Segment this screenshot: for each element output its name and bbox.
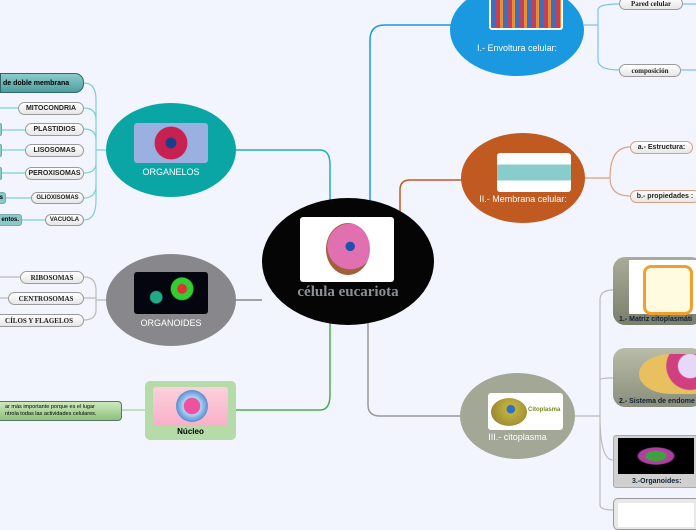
cut-box[interactable] bbox=[0, 123, 2, 136]
organelle-image bbox=[134, 123, 208, 163]
nucleo-note[interactable]: ar más importante porque es el lugar ntr… bbox=[0, 401, 122, 421]
cut-box[interactable] bbox=[0, 167, 2, 180]
topic-organelos[interactable]: ORGANELOS bbox=[106, 103, 236, 197]
eukaryotic-cell-image bbox=[300, 217, 394, 282]
topic-title: I.- Envoltura celular: bbox=[476, 43, 558, 53]
nucleus-image bbox=[153, 387, 228, 426]
image-caption: Citoplasma bbox=[528, 407, 561, 413]
item-peroxisomas[interactable]: PEROXISOMAS bbox=[25, 167, 84, 180]
matrix-image bbox=[629, 260, 696, 315]
topic-title: ORGANOIDES bbox=[140, 318, 202, 328]
topic-organoides[interactable]: ORGANOIDES bbox=[106, 254, 236, 346]
item-matriz[interactable]: 1.- Matriz citoplasmáti bbox=[613, 257, 696, 325]
cut-box[interactable]: s bbox=[0, 192, 6, 204]
item-cilios-flagelos[interactable]: CÍLOS Y FLAGELOS bbox=[0, 314, 84, 327]
cell-image bbox=[618, 503, 694, 527]
item-label: 2.- Sistema de endome bbox=[619, 398, 695, 405]
topic-title: Núcleo bbox=[177, 427, 204, 436]
topic-nucleo[interactable]: Núcleo bbox=[145, 381, 236, 440]
item-label: 1.- Matriz citoplasmáti bbox=[619, 316, 693, 323]
cytoplasm-image: Citoplasma bbox=[488, 393, 563, 430]
organoid-image bbox=[134, 272, 208, 314]
item-ribosomas[interactable]: RIBOSOMAS bbox=[20, 271, 84, 284]
note-line: ntrola todas las actividades celulares. bbox=[5, 411, 97, 417]
central-title: célula eucariota bbox=[297, 284, 399, 300]
central-topic[interactable]: célula eucariota bbox=[262, 198, 434, 325]
organoid-image bbox=[618, 438, 694, 474]
note-line: ar más importante porque es el lugar bbox=[5, 404, 95, 410]
topic-membrana[interactable]: II.- Membrana celular: bbox=[461, 133, 585, 223]
item-doble-membrana[interactable]: de doble membrana bbox=[0, 73, 84, 93]
item-estructura[interactable]: a.- Estructura: bbox=[630, 141, 693, 154]
item-mitocondria[interactable]: MITOCONDRIA bbox=[18, 102, 84, 115]
topic-title: III.- citoplasma bbox=[488, 432, 547, 442]
item-glioxisomas[interactable]: GLIOXISOMAS bbox=[31, 192, 84, 204]
topic-envoltura[interactable]: I.- Envoltura celular: bbox=[450, 0, 584, 76]
item-propiedades[interactable]: b.- propiedades : bbox=[630, 190, 696, 203]
item-composicion[interactable]: composición bbox=[619, 64, 681, 77]
item-more[interactable] bbox=[613, 498, 696, 530]
item-plastidios[interactable]: PLASTIDIOS bbox=[25, 123, 84, 136]
endomembrane-image bbox=[639, 354, 696, 394]
topic-title: ORGANELOS bbox=[142, 167, 200, 177]
item-vacuola[interactable]: VACUOLA bbox=[45, 214, 84, 226]
item-organoides[interactable]: 3.-Organoides: bbox=[613, 435, 696, 488]
membrane-structure-image bbox=[497, 153, 571, 192]
membrane-image bbox=[489, 0, 563, 30]
item-label: 3.-Organoides: bbox=[632, 478, 682, 485]
cut-box[interactable] bbox=[0, 144, 2, 157]
item-endomembranas[interactable]: 2.- Sistema de endome bbox=[613, 348, 696, 407]
item-centrosomas[interactable]: CENTROSOMAS bbox=[8, 292, 84, 305]
item-pared-celular[interactable]: Pared celular bbox=[619, 0, 683, 10]
item-lisosomas[interactable]: LISOSOMAS bbox=[25, 144, 84, 157]
cut-box[interactable]: entos. bbox=[0, 214, 22, 226]
topic-citoplasma[interactable]: Citoplasma III.- citoplasma bbox=[460, 373, 575, 459]
topic-title: II.- Membrana celular: bbox=[479, 194, 567, 204]
